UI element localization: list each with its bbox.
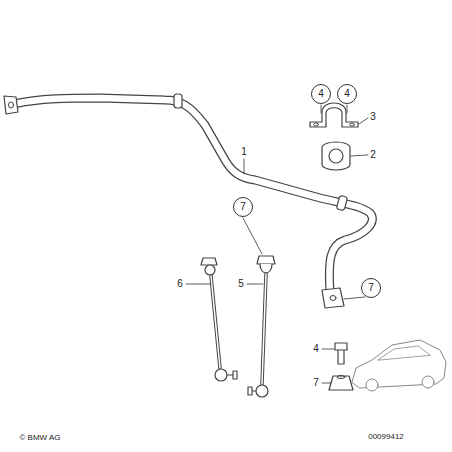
bar-bushing [336,195,347,211]
car-window [378,346,430,360]
copyright-note: © BMW AG [18,434,61,442]
leader-line [321,105,322,113]
leader-line [186,284,211,285]
bar-end-hole [330,296,336,301]
link-rod-inner [262,274,266,384]
leader-line [247,284,263,285]
leader-line [243,218,262,254]
link-ball-joint [256,385,268,397]
clamp-hole [350,123,355,126]
copyright-note: 00099412 [367,433,405,441]
bolt [335,343,347,364]
car-wheel [422,376,434,388]
callout-number: 1 [240,147,248,157]
callout-number: 2 [369,150,377,160]
bar-end-tab [322,288,344,308]
car-silhouette [352,340,446,388]
link-stud [227,371,237,379]
callout-number: 4 [312,344,320,354]
link-stud [248,387,256,395]
link-joint [260,264,272,273]
callout-circle: 4 [311,84,331,104]
callout-number: 7 [312,378,320,388]
clamp-hole [314,123,319,126]
bar-bushing [174,94,182,108]
leader-line [344,297,365,299]
leader-line [359,118,368,124]
stabilizer-bar [14,98,372,292]
link-rod [262,274,266,384]
leader-line [322,383,331,384]
nut-bore [337,376,345,379]
clamp-bracket [310,103,358,127]
rubber-bushing [322,142,350,170]
bar-end-hole [9,102,14,108]
link-nut [257,256,275,264]
callout-number: 3 [369,112,377,122]
callout-number: 6 [176,279,184,289]
leader-line [347,105,348,113]
stabilizer-bar-inner [14,98,372,292]
car-wheel [366,379,378,391]
link-nut [201,258,217,265]
callout-number: 7 [240,202,246,212]
callout-circle: 7 [233,197,253,217]
callout-circle: 4 [337,84,357,104]
callout-number: 7 [368,283,374,293]
callout-number: 4 [344,89,350,99]
link-ball-joint [205,265,215,275]
callout-circle: 7 [361,278,381,298]
callout-number: 5 [237,279,245,289]
leader-line [351,155,368,156]
link-rod-inner [211,276,220,368]
bar-end-tab [4,96,18,114]
bushing-bore [329,149,343,163]
leader-line [322,349,334,350]
link-ball-joint [215,369,227,381]
callout-number: 4 [318,89,324,99]
leader-line [244,159,245,174]
nut [329,376,353,390]
link-rod [211,276,220,368]
